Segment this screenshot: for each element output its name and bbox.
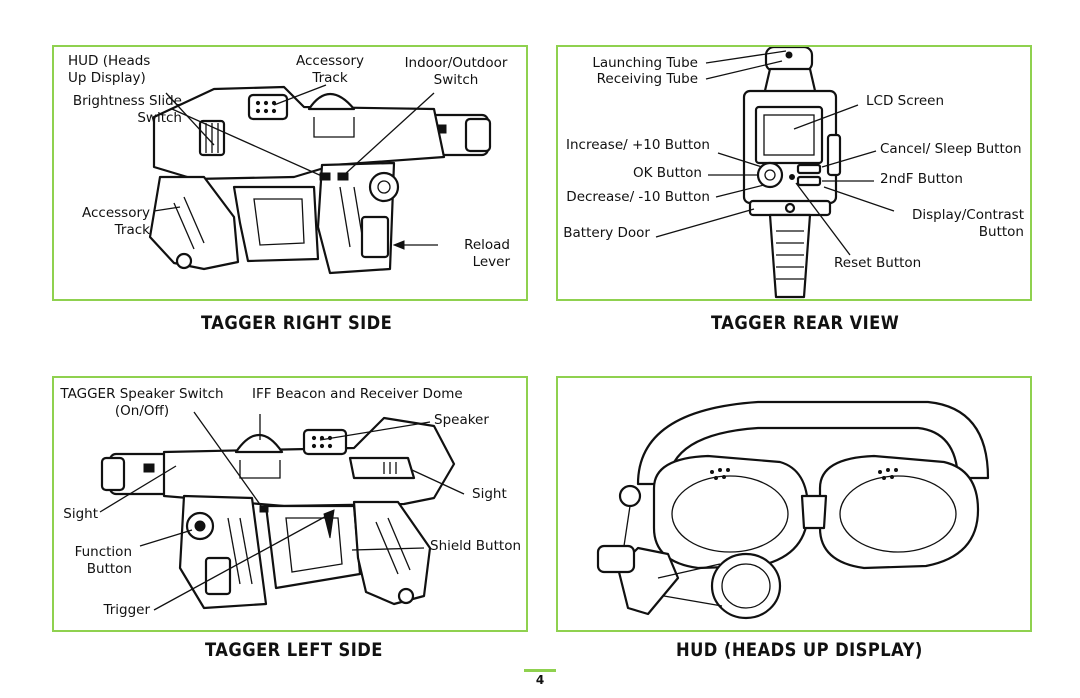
label-speaker: Speaker — [434, 412, 489, 428]
label-shield-button: Shield Button — [430, 538, 522, 554]
label-brightness-slide-switch: Brightness Slide Switch — [72, 93, 182, 126]
label-ok-button: OK Button — [633, 165, 702, 181]
label-hud-right: HUD (Heads Up Display) — [68, 53, 151, 86]
panel-hud — [556, 376, 1032, 632]
label-indoor-outdoor-switch: Indoor/Outdoor Switch — [404, 55, 508, 88]
tagger-right-side-illustration — [148, 84, 492, 275]
label-sight-left: Sight — [63, 506, 98, 522]
label-launching-tube: Launching Tube — [592, 55, 698, 71]
label-battery-door: Battery Door — [563, 225, 650, 241]
tagger-left-side-illustration — [99, 411, 465, 611]
label-lcd-screen: LCD Screen — [866, 93, 945, 109]
label-function-button: Function Button — [74, 544, 132, 577]
label-accessory-track-left: Accessory Track — [81, 205, 150, 238]
page-number: 4 — [524, 669, 556, 689]
label-iff-beacon-dome: IFF Beacon and Receiver Dome — [252, 386, 463, 402]
label-accessory-track-top: Accessory Track — [295, 53, 364, 86]
title-tagger-rear-view: TAGGER REAR VIEW — [711, 312, 900, 334]
title-tagger-left-side: TAGGER LEFT SIDE — [205, 639, 383, 661]
title-tagger-right-side: TAGGER RIGHT SIDE — [201, 312, 393, 334]
label-receiving-tube: Receiving Tube — [596, 71, 698, 87]
label-reload-lever: Reload Lever — [464, 237, 510, 270]
label-trigger: Trigger — [103, 602, 150, 618]
panel-tagger-right-side: HUD (Heads Up Display) Brightness Slide … — [52, 45, 528, 301]
title-hud-heads-up-display: HUD (HEADS UP DISPLAY) — [676, 639, 923, 661]
panel-tagger-rear-view: Launching Tube Receiving Tube LCD Screen… — [556, 45, 1032, 301]
label-decrease-button: Decrease/ -10 Button — [566, 189, 710, 205]
label-reset-button: Reset Button — [834, 255, 922, 271]
label-cancel-sleep-button: Cancel/ Sleep Button — [880, 141, 1022, 157]
label-tagger-speaker-switch: TAGGER Speaker Switch (On/Off) — [60, 386, 224, 419]
label-2ndf-button: 2ndF Button — [880, 171, 963, 187]
label-increase-button: Increase/ +10 Button — [566, 137, 710, 153]
hud-goggles-illustration — [596, 400, 990, 620]
label-display-contrast-button: Display/Contrast Button — [912, 207, 1024, 240]
label-sight-right: Sight — [472, 486, 507, 502]
tagger-rear-view-illustration — [655, 47, 895, 299]
panel-tagger-left-side: TAGGER Speaker Switch (On/Off) IFF Beaco… — [52, 376, 528, 632]
